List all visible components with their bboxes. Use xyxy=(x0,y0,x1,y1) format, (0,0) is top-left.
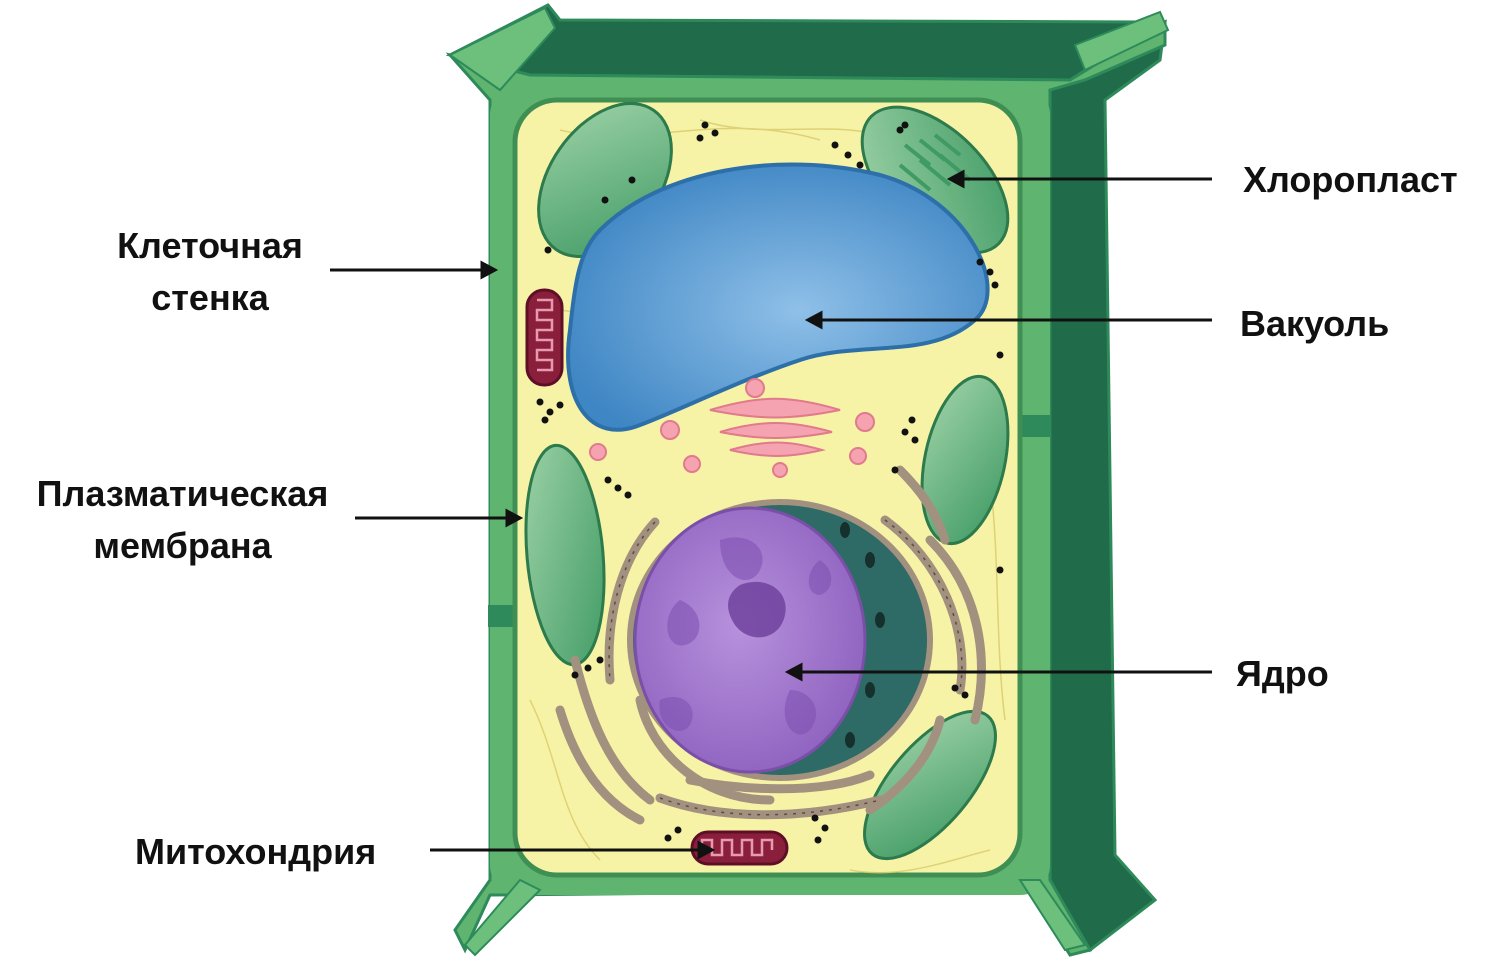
cell-wall-top-side xyxy=(445,3,1166,82)
nucleus-label: Ядро xyxy=(1236,653,1329,694)
cell-wall-label-line1: Клеточная xyxy=(117,225,303,266)
cell-wall-right-side xyxy=(1038,19,1167,953)
nucleus xyxy=(627,499,933,781)
ribosomes xyxy=(536,121,1004,844)
chloroplast-group xyxy=(524,102,1010,861)
mitochondrion xyxy=(525,288,564,387)
vacuole xyxy=(566,162,990,432)
plasma-membrane-label-line2: мембрана xyxy=(93,525,272,566)
cell-wall-label: Клеточная стенка xyxy=(90,220,330,324)
chloroplast-label: Хлоропласт xyxy=(1243,159,1458,200)
mitochondrion-label: Митохондрия xyxy=(135,831,377,872)
leader-lines xyxy=(330,169,1212,860)
mitochondrion-labeled xyxy=(690,830,789,866)
plasma-membrane-label: Плазматическая мембрана xyxy=(10,468,355,572)
cell-wall-label-line2: стенка xyxy=(151,277,269,318)
chloroplast xyxy=(863,709,997,861)
vacuole-label: Вакуоль xyxy=(1240,303,1390,344)
golgi-apparatus xyxy=(589,378,875,478)
endoplasmic-reticulum xyxy=(555,465,986,825)
plasma-membrane-label-line1: Плазматическая xyxy=(36,473,329,514)
